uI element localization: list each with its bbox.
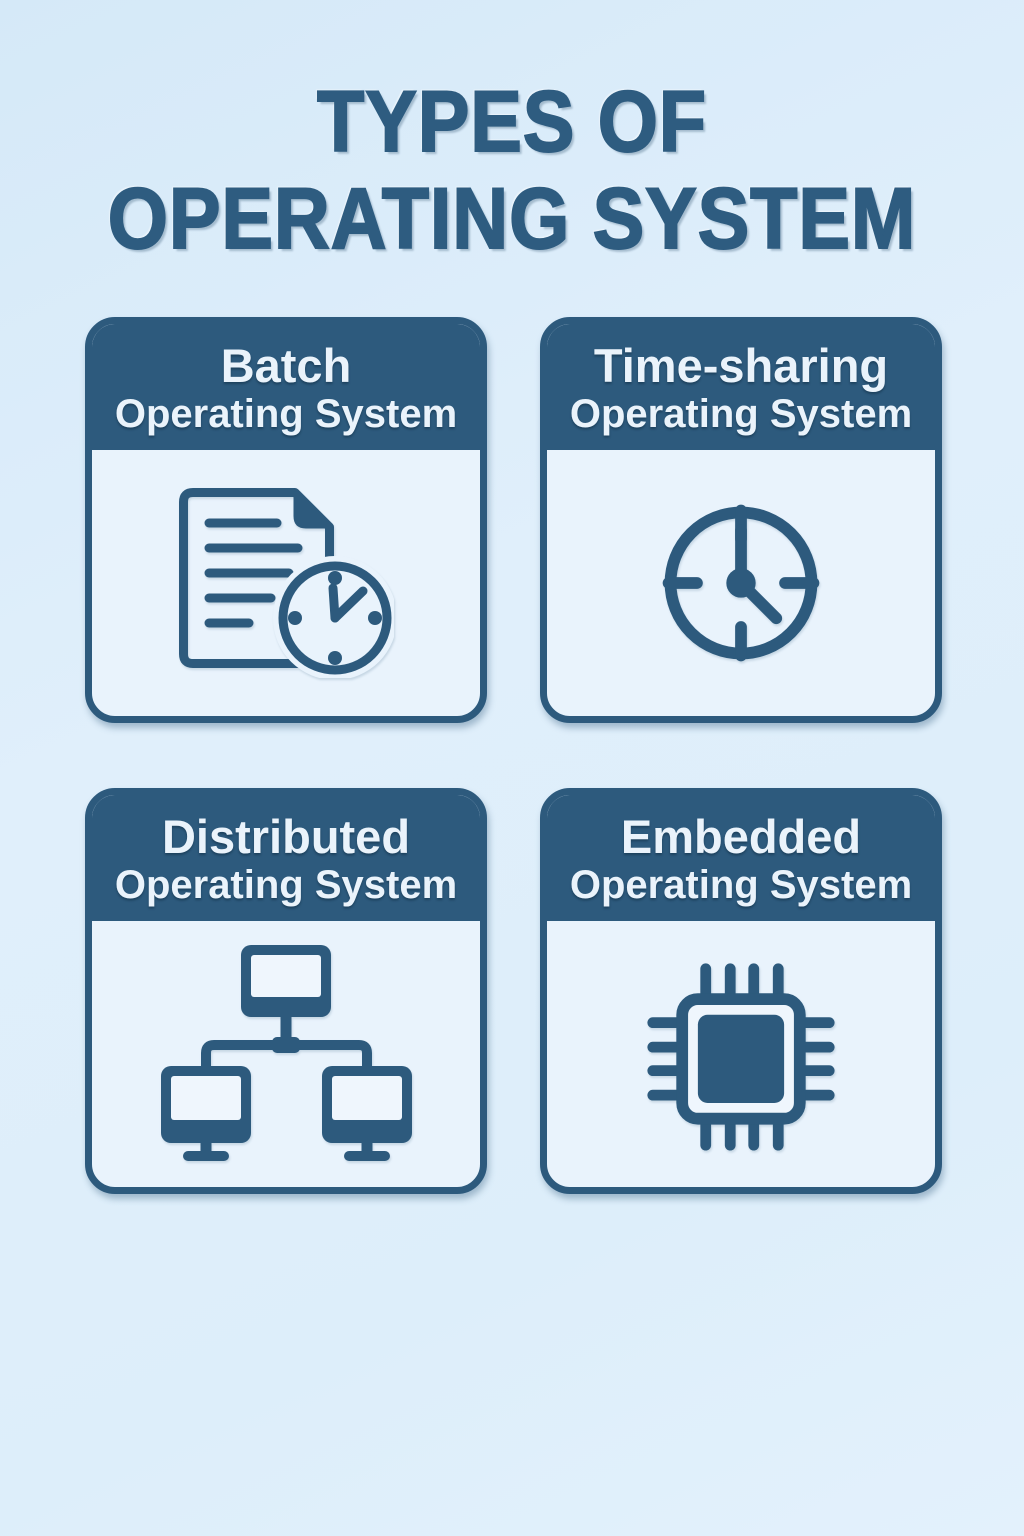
card-embedded-title: Embedded — [620, 810, 862, 863]
card-batch-header: Batch Operating System — [92, 324, 480, 450]
card-embedded-header: Embedded Operating System — [547, 795, 935, 921]
processor-chip-icon — [647, 962, 835, 1151]
poster-title-line-1: TYPES OF — [316, 73, 707, 171]
document-clock-icon — [178, 488, 394, 678]
card-distributed-title: Distributed — [161, 810, 411, 863]
card-batch-os: Batch Operating System — [85, 317, 487, 723]
poster-title-line-2: OPERATING SYSTEM — [107, 170, 917, 268]
card-time-sharing-title: Time-sharing — [593, 339, 889, 392]
card-distributed-subtitle: Operating System — [114, 863, 458, 907]
card-time-sharing-header: Time-sharing Operating System — [547, 324, 935, 450]
os-types-grid: Batch Operating System — [85, 317, 942, 1194]
card-embedded-body — [547, 921, 935, 1187]
card-batch-subtitle: Operating System — [114, 392, 458, 436]
card-time-sharing-subtitle: Operating System — [569, 392, 913, 436]
computer-network-icon — [160, 945, 412, 1161]
card-embedded-subtitle: Operating System — [569, 863, 913, 907]
card-time-sharing-os: Time-sharing Operating System — [540, 317, 942, 723]
card-time-sharing-body — [547, 450, 935, 716]
card-distributed-os: Distributed Operating System — [85, 788, 487, 1194]
card-distributed-header: Distributed Operating System — [92, 795, 480, 921]
card-batch-title: Batch — [220, 339, 352, 392]
card-distributed-body — [92, 921, 480, 1187]
poster-title: TYPES OF OPERATING SYSTEM — [0, 73, 1024, 268]
clock-icon — [662, 504, 820, 662]
card-batch-body — [92, 450, 480, 716]
card-embedded-os: Embedded Operating System — [540, 788, 942, 1194]
